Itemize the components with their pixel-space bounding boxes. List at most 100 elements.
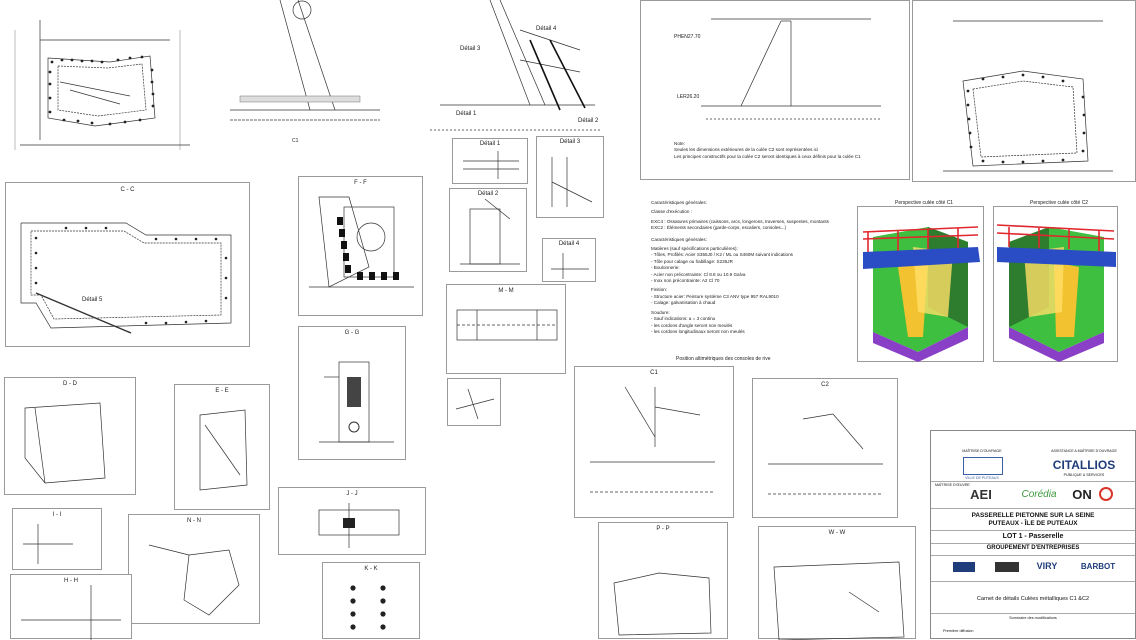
sheet-title: Carnet de détails Culées métalliques C1 … — [976, 596, 1090, 602]
detail-4-title: Détail 4 — [558, 241, 580, 247]
detail-3-box: Détail 3 — [536, 136, 604, 218]
detail-3-label: Détail 3 — [460, 46, 481, 52]
c2-elevation-drawing — [701, 18, 881, 120]
small-detail-box — [447, 378, 501, 426]
console-c1: C1 — [574, 366, 734, 518]
amo-label: ASSISTANCE A MAÎTRISE D'OUVRAGE — [1051, 449, 1117, 453]
contractor-logo-2 — [995, 562, 1019, 572]
c2-plan-drawing — [943, 20, 1113, 172]
section-c-c-drawing — [20, 222, 232, 334]
logo-coredia: Corédia — [1021, 489, 1057, 500]
moa-label: MAÎTRISE D'OUVRAGE — [962, 449, 1002, 453]
section-c-c: C - C Détail 5 — [5, 182, 250, 347]
contractor-logo-1 — [953, 562, 975, 572]
project-line-2: PUTEAUX - ÎLE DE PUTEAUX — [988, 520, 1078, 527]
section-h-h-title: H - H — [64, 578, 78, 584]
detail-4-drawing — [551, 253, 589, 279]
detail-4-label: Détail 4 — [536, 26, 557, 32]
detail-2-drawing — [460, 198, 520, 265]
detail-2-box: Détail 2 — [449, 188, 527, 272]
top-right-elevation: PHEN27.70 LER26.20 Note: Seules les dime… — [640, 0, 910, 180]
section-g-g-drawing — [319, 361, 394, 443]
materials-line-4: - Acier non précontrainte: Cl 8.8 ou 10.… — [651, 271, 746, 277]
finish-title: Finition: — [651, 287, 668, 293]
section-j-j-drawing — [318, 503, 400, 548]
consoles-title: Position altimétriques des consoles de r… — [676, 356, 771, 362]
weld-line-1: - Sauf indications: a = 3 continu — [651, 316, 716, 322]
note-line-2: Les principes constructifs pour la culée… — [674, 153, 861, 159]
materials-line-3: - Boulonnerie: — [651, 265, 680, 271]
section-n-n-drawing — [148, 544, 240, 616]
materials-title: Matières (sauf spécifications particuliè… — [651, 246, 738, 252]
c1-axis-label: C1 — [292, 138, 299, 144]
section-m-m: M - M — [446, 284, 566, 374]
finish-line-2: - Calage: galvanisation à chaud — [651, 300, 716, 306]
revision-header: Sommaire des modifications — [1009, 616, 1057, 620]
console-c1-title: C1 — [650, 370, 658, 376]
small-detail-drawing — [455, 388, 495, 420]
plan-view-drawing — [14, 20, 190, 150]
detail-2-title: Détail 2 — [477, 191, 499, 197]
moe-label: MAÎTRISE D'ŒUVRE — [935, 483, 970, 487]
section-w-w: W - W — [758, 526, 916, 640]
section-f-f: F - F — [298, 176, 423, 316]
detail-1-label: Détail 1 — [456, 111, 477, 117]
section-d-d-drawing — [24, 402, 106, 484]
tb-divider-5 — [931, 555, 1135, 556]
phe-level: PHEN27.70 — [674, 34, 701, 40]
section-i-i: I - I — [12, 508, 102, 570]
char-title: Caractéristiques générales: — [651, 200, 707, 205]
weld-title: Soudure: — [651, 309, 670, 315]
section-i-i-drawing — [23, 524, 73, 564]
section-e-e: E - E — [174, 384, 270, 510]
top-left-plan-view — [0, 0, 200, 162]
gen-title: Caractéristiques générales: — [651, 236, 707, 242]
section-c-c-title: C - C — [120, 187, 135, 193]
city-name: VILLE DE PUTEAUX — [965, 476, 999, 480]
general-characteristics: Caractéristiques générales: Classe d'exé… — [651, 200, 829, 335]
revision-row: Première diffusion — [943, 629, 974, 633]
console-c2-title: C2 — [821, 382, 829, 388]
detail-2-label: Détail 2 — [578, 118, 599, 124]
top-elevation-view: Détail 3 Détail 4 Détail 1 Détail 2 C1 — [200, 0, 610, 150]
section-e-e-title: E - E — [215, 388, 229, 394]
class-title: Classe d'exécution : — [651, 209, 692, 215]
class-line-2: EXC2 : Éléments secondaires (garde-corps… — [651, 225, 787, 231]
title-block: MAÎTRISE D'OUVRAGE ASSISTANCE A MAÎTRISE… — [930, 430, 1136, 639]
tb-divider-7 — [931, 613, 1135, 614]
section-n-n: N - N — [128, 514, 260, 624]
section-g-g: G - G — [298, 326, 406, 460]
perspective-c1 — [857, 206, 984, 362]
section-h-h-drawing — [21, 585, 121, 640]
section-p-p: P - P — [598, 522, 728, 639]
note-line-1: Seules les dimensions extérieures de la … — [674, 147, 819, 153]
detail-5-label: Détail 5 — [82, 297, 103, 303]
section-k-k-title: K - K — [364, 566, 378, 572]
section-n-n-title: N - N — [187, 518, 201, 524]
group-title: GROUPEMENT D'ENTREPRISES — [986, 545, 1080, 551]
tb-divider-1 — [931, 481, 1135, 482]
project-line-1: PASSERELLE PIETONNE SUR LA SEINE — [971, 512, 1095, 519]
amo-name: CITALLIOS — [1052, 458, 1116, 472]
tb-divider-3 — [931, 530, 1135, 531]
contractor-barbot: BARBOT — [1080, 562, 1116, 571]
detail-3-title: Détail 3 — [559, 139, 581, 145]
detail-4-box: Détail 4 — [542, 238, 596, 282]
perspective-c1-title: Perspective culée côté C1 — [895, 200, 954, 206]
section-e-e-drawing — [199, 409, 248, 491]
perspective-c2-title: Perspective culée côté C2 — [1030, 200, 1089, 206]
section-d-d-title: D - D — [63, 381, 77, 387]
section-d-d: D - D — [4, 377, 136, 495]
perspective-c1-drawing — [862, 226, 980, 362]
section-g-g-title: G - G — [344, 330, 360, 336]
c2-note: Note: Seules les dimensions extérieures … — [674, 141, 861, 160]
section-h-h: H - H — [10, 574, 132, 640]
materials-line-2: - Tôle pour calage ou habillage: S235JR — [651, 258, 733, 264]
section-k-k: K - K — [322, 562, 420, 639]
section-p-p-title: P - P — [656, 526, 670, 532]
section-m-m-title: M - M — [498, 288, 514, 294]
tb-divider-2 — [931, 508, 1135, 509]
top-right-plan — [912, 0, 1136, 182]
elevation-drawing — [230, 0, 600, 131]
ler-level: LER26.20 — [677, 94, 700, 100]
